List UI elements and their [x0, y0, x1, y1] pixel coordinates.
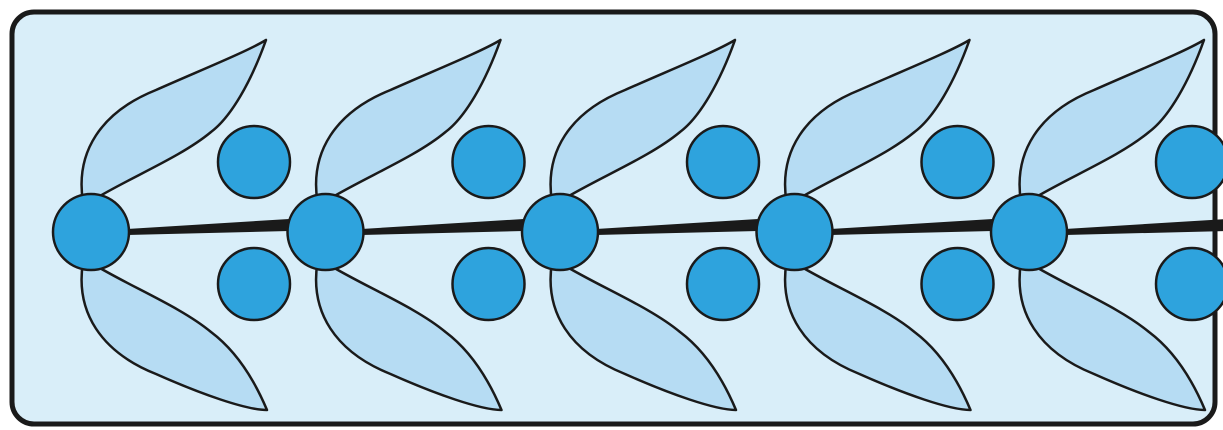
upper-node	[218, 126, 290, 198]
lower-node	[1156, 248, 1223, 320]
central-node	[522, 194, 598, 270]
lower-node	[453, 248, 525, 320]
upper-node	[922, 126, 994, 198]
upper-node	[453, 126, 525, 198]
upper-node	[1156, 126, 1223, 198]
central-node	[991, 194, 1067, 270]
lower-node	[922, 248, 994, 320]
central-node	[757, 194, 833, 270]
lower-node	[687, 248, 759, 320]
central-node	[53, 194, 129, 270]
upper-node	[687, 126, 759, 198]
central-node	[288, 194, 364, 270]
lower-node	[218, 248, 290, 320]
